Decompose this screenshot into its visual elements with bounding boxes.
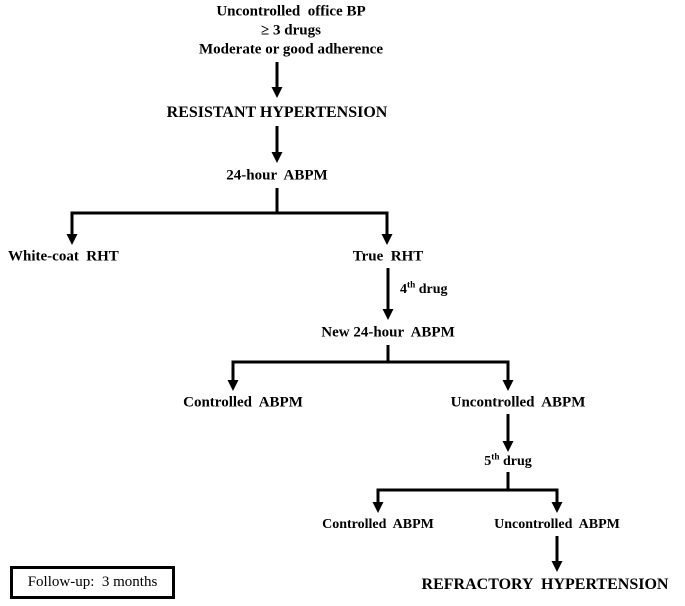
true-rht: True RHT [352, 248, 424, 265]
arrow-uncontrolled-to-fifth-drug-head [502, 441, 514, 452]
fourth-drug-label-ordinal-suffix: th [407, 279, 416, 290]
refractory-hypertension: REFRACTORY HYPERTENSION [421, 576, 669, 593]
fourth-drug-label: 4th drug [400, 279, 448, 297]
twenty-four-hour-abpm: 24-hour ABPM [226, 167, 328, 184]
follow-up-box: Follow-up: 3 months [10, 566, 175, 599]
branch-fifth-drug-to-control-status-right-head [551, 502, 563, 513]
fifth-drug-label: 5th drug [484, 451, 532, 469]
resistant-hypertension: RESISTANT HYPERTENSION [166, 104, 388, 121]
branch-new-abpm-to-control-status-left-head [227, 380, 239, 391]
branch-abpm-to-rht-types-right-head [381, 234, 393, 245]
arrow-resistant-to-abpm-head [271, 152, 283, 163]
branch-fifth-drug-to-control-status-left-head [372, 502, 384, 513]
new-twenty-four-hour-abpm: New 24-hour ABPM [321, 324, 455, 341]
uncontrolled-abpm-first: Uncontrolled ABPM [450, 394, 586, 411]
moderate-or-good-adherence: Moderate or good adherence [199, 41, 383, 58]
controlled-abpm-second: Controlled ABPM [322, 517, 434, 532]
uncontrolled-abpm-second: Uncontrolled ABPM [494, 517, 620, 532]
white-coat-rht: White-coat RHT [8, 248, 119, 265]
arrow-true-rht-to-new-abpm-head [382, 309, 394, 320]
arrow-entry-to-resistant-head [271, 87, 283, 98]
controlled-abpm-first: Controlled ABPM [183, 394, 303, 411]
uncontrolled-office-bp: Uncontrolled office BP [216, 3, 366, 20]
arrow-uncontrolled2-to-refractory-head [551, 561, 563, 572]
three-or-more-drugs: ≥ 3 drugs [261, 22, 321, 39]
branch-abpm-to-rht-types-left-head [66, 234, 78, 245]
fifth-drug-label-ordinal-suffix: th [491, 451, 500, 462]
branch-new-abpm-to-control-status-right-head [502, 380, 514, 391]
